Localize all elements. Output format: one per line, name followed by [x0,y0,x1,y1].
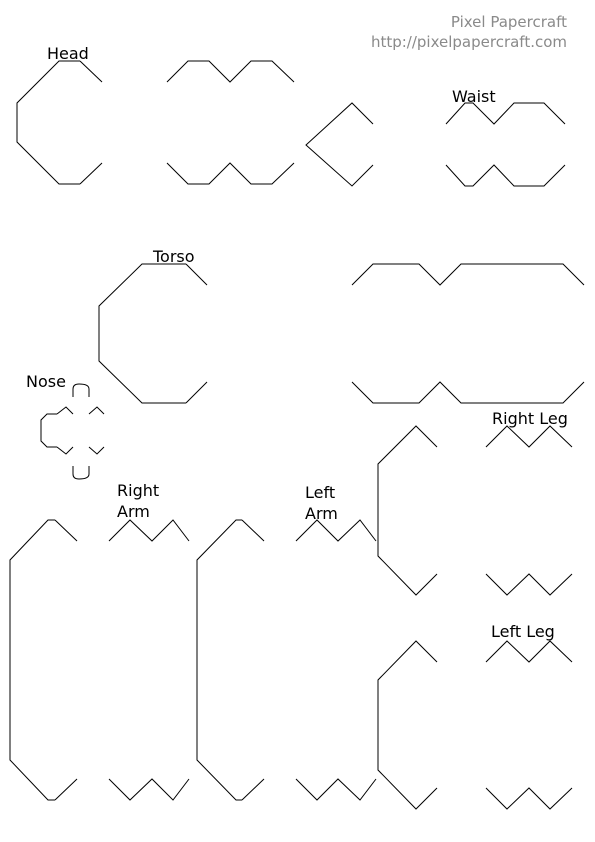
label-nose: Nose [26,372,66,391]
label-left-leg: Left Leg [491,622,555,641]
left-leg-cut-lines [377,640,573,810]
label-waist: Waist [452,87,496,106]
label-left-arm: Left Arm [305,483,338,523]
nose-cut-lines [40,383,105,480]
torso-cut-lines [98,263,585,404]
right-leg-cut-lines [377,425,573,596]
label-right-arm: Right Arm [117,481,160,521]
left-arm-cut-lines [196,519,377,801]
waist-cut-lines [445,102,566,187]
right-arm-cut-lines [9,519,190,801]
brand-block: Pixel Papercraft http://pixelpapercraft.… [371,12,567,52]
brand-title: Pixel Papercraft [450,13,567,31]
label-head: Head [47,44,89,63]
brand-url[interactable]: http://pixelpapercraft.com [370,33,567,51]
label-torso: Torso [153,247,195,266]
label-right-leg: Right Leg [492,409,568,428]
head-cut-lines [16,60,374,187]
